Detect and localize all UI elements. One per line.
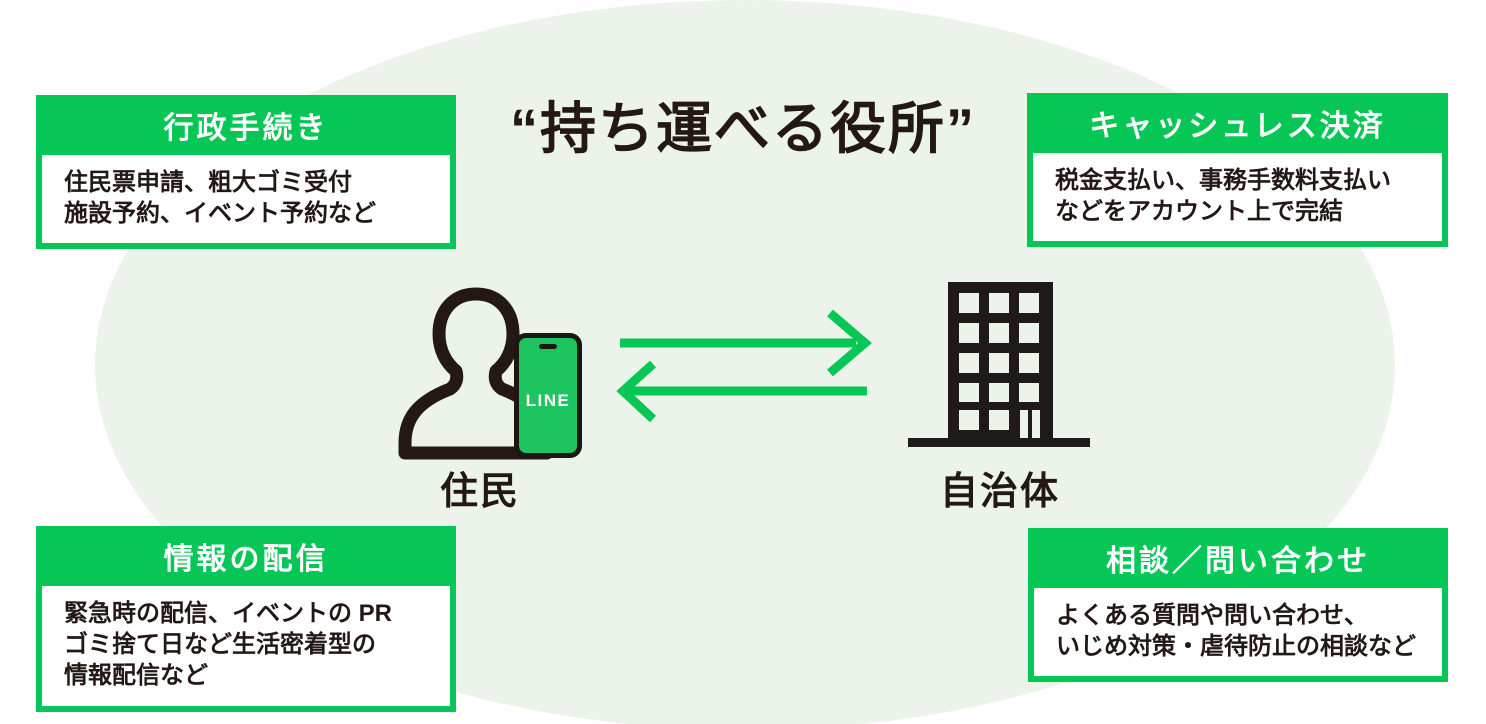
card-body: よくある質問や問い合わせ、 いじめ対策・虐待防止の相談など xyxy=(1034,588,1442,677)
card-body-line: 税金支払い、事務手数料支払い xyxy=(1055,167,1391,194)
card-body: 住民票申請、粗大ゴミ受付 施設予約、イベント予約など xyxy=(42,155,450,244)
line-logo-text: LINE xyxy=(525,391,571,410)
card-body-line: よくある質問や問い合わせ、 xyxy=(1056,602,1368,629)
card-body-line: ゴミ捨て日など生活密着型の xyxy=(64,631,376,659)
card-information-delivery: 情報の配信 緊急時の配信、イベントの PR ゴミ捨て日など生活密着型の 情報配信… xyxy=(36,526,456,712)
line-phone-icon: LINE xyxy=(514,333,582,458)
person-icon xyxy=(398,287,554,460)
arrow-right-icon xyxy=(620,309,872,377)
card-admin-procedures: 行政手続き 住民票申請、粗大ゴミ受付 施設予約、イベント予約など xyxy=(36,95,456,250)
building-icon xyxy=(908,282,1090,447)
card-body-line: 住民票申請、粗大ゴミ受付 xyxy=(64,169,352,196)
arrow-left-icon xyxy=(616,360,867,423)
card-body-line: いじめ対策・虐待防止の相談など xyxy=(1056,633,1416,661)
card-header: キャッシュレス決済 xyxy=(1089,110,1386,143)
card-body-line: 施設予約、イベント予約など xyxy=(64,200,376,228)
card-header: 情報の配信 xyxy=(163,543,329,576)
card-body-line: 緊急時の配信、イベントの PR xyxy=(64,600,393,627)
card-body: 税金支払い、事務手数料支払い などをアカウント上で完結 xyxy=(1033,153,1442,242)
card-consultation-inquiry: 相談／問い合わせ よくある質問や問い合わせ、 いじめ対策・虐待防止の相談など xyxy=(1028,528,1448,683)
municipality-label: 自治体 xyxy=(939,471,1060,513)
card-body-line: 情報配信など xyxy=(64,662,208,690)
phone-speaker xyxy=(539,344,557,349)
card-header: 行政手続き xyxy=(163,112,329,145)
ground-line xyxy=(908,438,1090,447)
card-cashless-payment: キャッシュレス決済 税金支払い、事務手数料支払い などをアカウント上で完結 xyxy=(1027,93,1448,248)
resident-label: 住民 xyxy=(439,471,520,513)
card-body-line: などをアカウント上で完結 xyxy=(1055,198,1343,226)
card-header: 相談／問い合わせ xyxy=(1106,545,1370,578)
card-body: 緊急時の配信、イベントの PR ゴミ捨て日など生活密着型の 情報配信など xyxy=(42,586,450,706)
exchange-arrows xyxy=(616,309,872,423)
page-title: “持ち運べる役所” xyxy=(510,97,976,160)
